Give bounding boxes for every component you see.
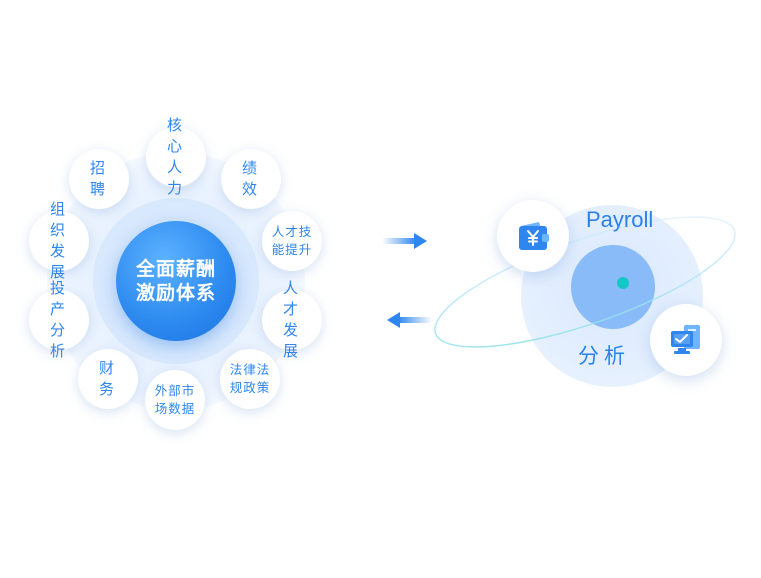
node-finance: 财务 (78, 349, 138, 409)
node-org-development: 组织发展 (29, 200, 89, 281)
node-performance: 绩效 (221, 149, 281, 209)
node-label: 人才技能提升 (271, 224, 313, 257)
node-label: 法律法规政策 (229, 362, 271, 395)
payroll-title: Payroll (586, 207, 654, 232)
node-label: 投产分析 (49, 279, 68, 360)
node-label: 招聘 (89, 159, 108, 198)
node-label: 财务 (98, 359, 117, 398)
arrow-right-icon (382, 233, 427, 249)
node-label: 人才发展 (282, 279, 301, 360)
node-label: 外部市场数据 (154, 383, 196, 416)
node-core-talent: 核心人力 (146, 116, 206, 197)
wallet-yuan-icon (519, 222, 549, 250)
node-legal-policy: 法律法规政策 (220, 349, 280, 409)
analysis-label: 分析 (578, 344, 630, 368)
payroll-core (571, 245, 655, 329)
computer-report-icon (671, 325, 700, 354)
orbit-center-dot (617, 277, 629, 289)
node-label: 核心人力 (166, 116, 185, 197)
orbit-ring (434, 216, 736, 348)
wallet-badge (497, 200, 569, 272)
center-title: 全面薪酬激励体系 (135, 258, 216, 304)
node-investment-analysis: 投产分析 (29, 279, 89, 360)
center-node: 全面薪酬激励体系 (116, 221, 236, 341)
node-external-market: 外部市场数据 (145, 370, 205, 430)
node-talent-development: 人才发展 (262, 279, 322, 360)
node-label: 绩效 (241, 159, 260, 198)
node-recruitment: 招聘 (69, 149, 129, 209)
node-label: 组织发展 (49, 200, 68, 281)
computer-badge (650, 304, 722, 376)
node-talent-skills: 人才技能提升 (262, 211, 322, 271)
arrow-left-icon (387, 312, 432, 328)
